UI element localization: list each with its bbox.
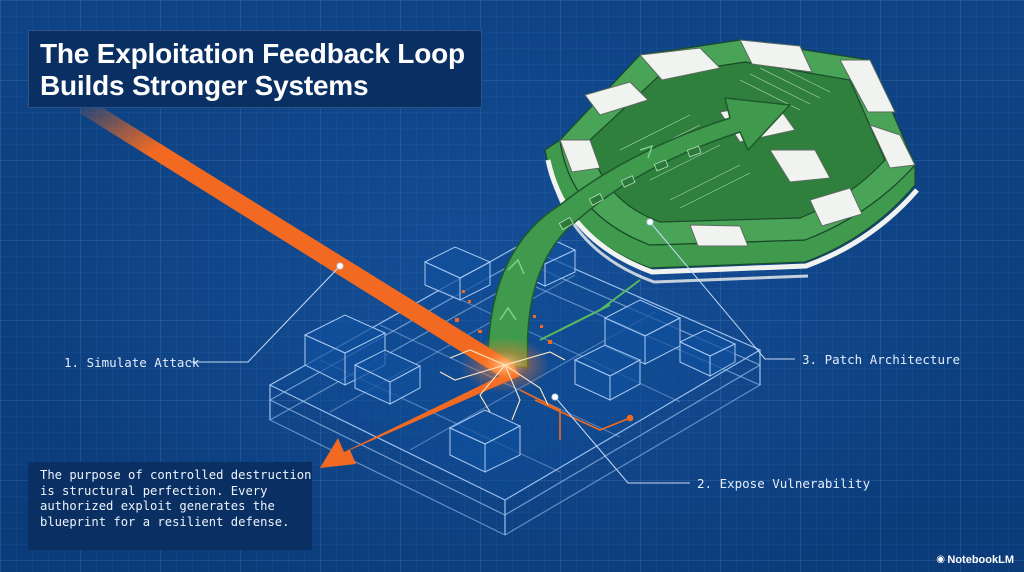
building-block-far-east [678,329,737,377]
building-block-southwest [353,349,422,405]
leader-line-step1 [190,265,341,363]
leader-lines [190,218,795,484]
shield-structure [544,39,919,284]
patch-traces [539,279,641,341]
patch-data-blocks [558,145,702,231]
impact-burst [439,290,566,421]
impact-cracks [439,349,566,421]
title-line-2: Builds Stronger Systems [40,70,369,101]
caption-panel [28,462,312,550]
building-block-east [603,299,682,365]
leader-dot-step2 [551,393,559,401]
brand-watermark: NotebookLM [947,554,1014,566]
label-simulate-attack: 1. Simulate Attack [64,355,200,370]
attack-arrow [78,100,520,468]
caption-text: The purpose of controlled destruction is… [40,468,312,529]
building-block-southeast [573,344,642,401]
leader-dot-step1 [336,262,344,270]
leader-line-step3 [649,221,795,360]
notebooklm-logo-icon: ◉ [936,554,945,565]
label-patch-architecture: 3. Patch Architecture [802,352,961,367]
building-block-south [448,409,522,473]
label-expose-vulnerability: 2. Expose Vulnerability [697,476,871,491]
leader-dot-step3 [646,218,654,226]
circuit-traces [519,389,634,440]
title-line-1: The Exploitation Feedback Loop [40,38,465,69]
title-panel [28,30,482,108]
patch-flow-chevrons [499,144,654,321]
impact-debris [445,290,552,344]
leader-line-step2 [554,396,690,484]
building-block-center-north [423,246,492,301]
